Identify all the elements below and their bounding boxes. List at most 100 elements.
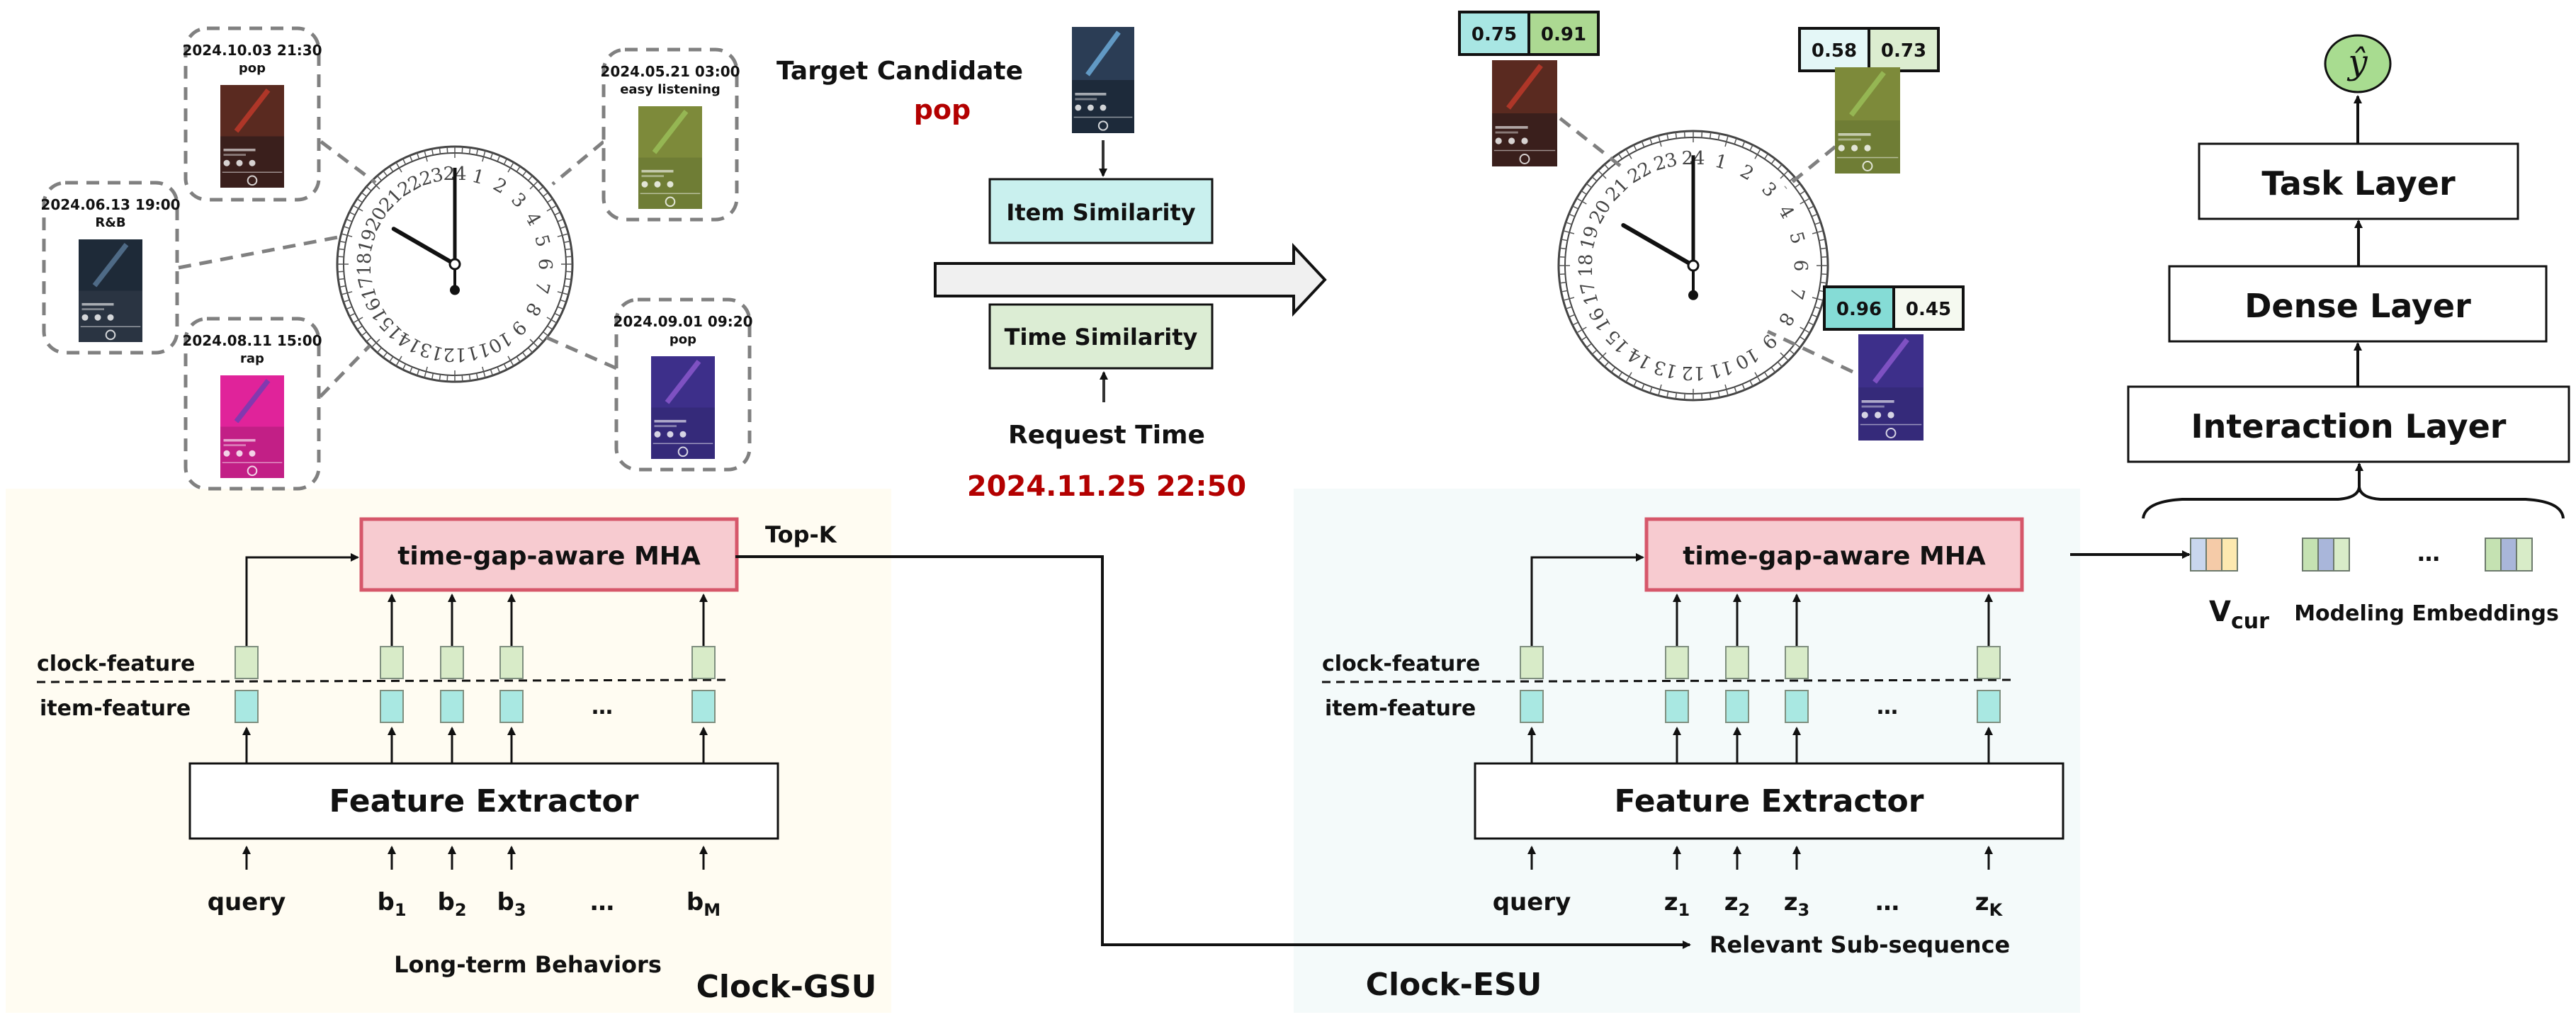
like-icon	[1861, 411, 1868, 419]
clock-feature-box	[1665, 646, 1689, 679]
scored-thumbnail	[1835, 67, 1900, 174]
clock-tick	[1770, 158, 1776, 164]
card-timestamp: 2024.10.03 21:30	[182, 42, 322, 59]
clock-tick	[395, 161, 402, 173]
comment-icon	[1508, 137, 1515, 144]
comment-icon	[654, 181, 661, 188]
thumbnail-artist-line	[654, 425, 677, 428]
clock-tick	[1572, 322, 1578, 326]
clock-tick	[356, 325, 363, 330]
thumbnail-art-accent	[1506, 64, 1543, 110]
clock-tick	[338, 278, 345, 280]
like-icon	[1495, 137, 1502, 144]
clock-tick	[1780, 170, 1789, 179]
item-similarity-label: Item Similarity	[1006, 199, 1195, 226]
clock-tick	[1789, 349, 1795, 355]
clock-number: 18	[1576, 254, 1597, 277]
card-timestamp: 2024.05.21 03:00	[600, 63, 740, 80]
clock-tick	[1604, 164, 1610, 170]
clock-number: 1	[1712, 151, 1729, 174]
time-score-cell	[1868, 27, 1940, 72]
thumbnail-title-line	[223, 438, 256, 442]
card-thumbnail	[220, 85, 284, 188]
clock-tick	[1741, 383, 1746, 390]
clock-tick	[1581, 190, 1587, 195]
clock-tick	[1617, 153, 1623, 159]
share-icon	[1100, 104, 1107, 111]
clock-gsu-module: time-gap-aware MHAclock-featureitem-feat…	[36, 517, 876, 1005]
share-icon	[107, 314, 114, 321]
clock-tick	[1754, 372, 1761, 382]
clock-tick	[565, 271, 572, 273]
history-clock: 241234567891011121314151617181920212223	[336, 145, 574, 383]
clock-tick	[1770, 367, 1776, 373]
item-similarity-box	[988, 178, 1214, 244]
card-genre: easy listening	[620, 82, 721, 97]
clock-feature-box	[440, 646, 464, 679]
topk-label: Top-K	[765, 521, 837, 548]
thumbnail-art-accent	[1085, 30, 1121, 76]
clock-tick	[565, 278, 572, 280]
clock-tick	[1604, 361, 1610, 368]
thumbnail-title-line	[1075, 93, 1107, 96]
clock-tick	[1625, 149, 1632, 159]
card-genre: pop	[239, 61, 266, 76]
sequence-input-label: zK	[1975, 888, 2004, 920]
feature-ellipsis: …	[592, 695, 613, 720]
clock-tick	[383, 352, 388, 358]
clock-tick	[431, 373, 434, 380]
card-connector-dashed	[320, 140, 377, 184]
clock-tick	[341, 233, 353, 237]
like-icon	[641, 181, 648, 188]
clock-tick	[1780, 352, 1789, 361]
clock-tick	[1658, 384, 1662, 396]
sequence-input-label: …	[1875, 888, 1899, 916]
clock-tick	[339, 240, 346, 244]
card-timestamp: 2024.06.13 19:00	[40, 196, 180, 213]
comment-icon	[1088, 104, 1094, 111]
clock-feature-label: clock-feature	[37, 652, 195, 676]
thumbnail-art-accent	[652, 110, 689, 154]
sequence-input-label: z1	[1664, 888, 1690, 920]
clock-feature-box	[691, 646, 716, 679]
clock-tick	[461, 375, 463, 382]
clock-tick	[1812, 297, 1824, 301]
clock-tick	[563, 240, 570, 244]
thumbnail-artist-line	[223, 444, 246, 447]
clock-tick	[461, 147, 463, 154]
clock-tick	[1821, 256, 1828, 258]
thumbnail-title-line	[654, 419, 687, 423]
share-icon	[1887, 411, 1894, 419]
clock-tick	[507, 356, 514, 367]
comment-icon	[236, 159, 243, 166]
clock-tick	[1749, 144, 1753, 151]
clock-tick	[1617, 372, 1623, 378]
clock-feature-box	[1725, 646, 1749, 679]
clock-feature-box	[1520, 646, 1544, 679]
clock-tick	[1754, 149, 1761, 159]
clock-tick	[557, 306, 564, 310]
clock-tick	[1641, 383, 1645, 390]
clock-center-pin	[1687, 259, 1700, 272]
thumbnail-art-accent	[1872, 338, 1909, 384]
play-pause-icon	[1097, 120, 1109, 131]
clock-center-pin	[448, 258, 461, 271]
clock-tick	[1569, 213, 1576, 217]
thumbnail-title-line	[1861, 400, 1894, 403]
clock-tick	[565, 256, 572, 258]
card-genre: pop	[670, 332, 696, 347]
thumbnail-art-accent	[665, 360, 701, 404]
play-pause-icon	[1862, 161, 1873, 171]
embedding-cell	[2205, 538, 2222, 572]
thumbnail-artist-line	[1495, 131, 1518, 134]
sequence-input-label: query	[208, 888, 286, 916]
hour-hand	[391, 227, 457, 266]
clock-tick	[1572, 205, 1578, 210]
time-score-value: 0.73	[1881, 40, 1926, 62]
feature-ellipsis: …	[1877, 695, 1898, 720]
clock-tick	[516, 166, 521, 172]
clock-tick	[1666, 133, 1669, 140]
card-thumbnail	[651, 356, 715, 459]
card-connector-dashed	[544, 335, 618, 370]
